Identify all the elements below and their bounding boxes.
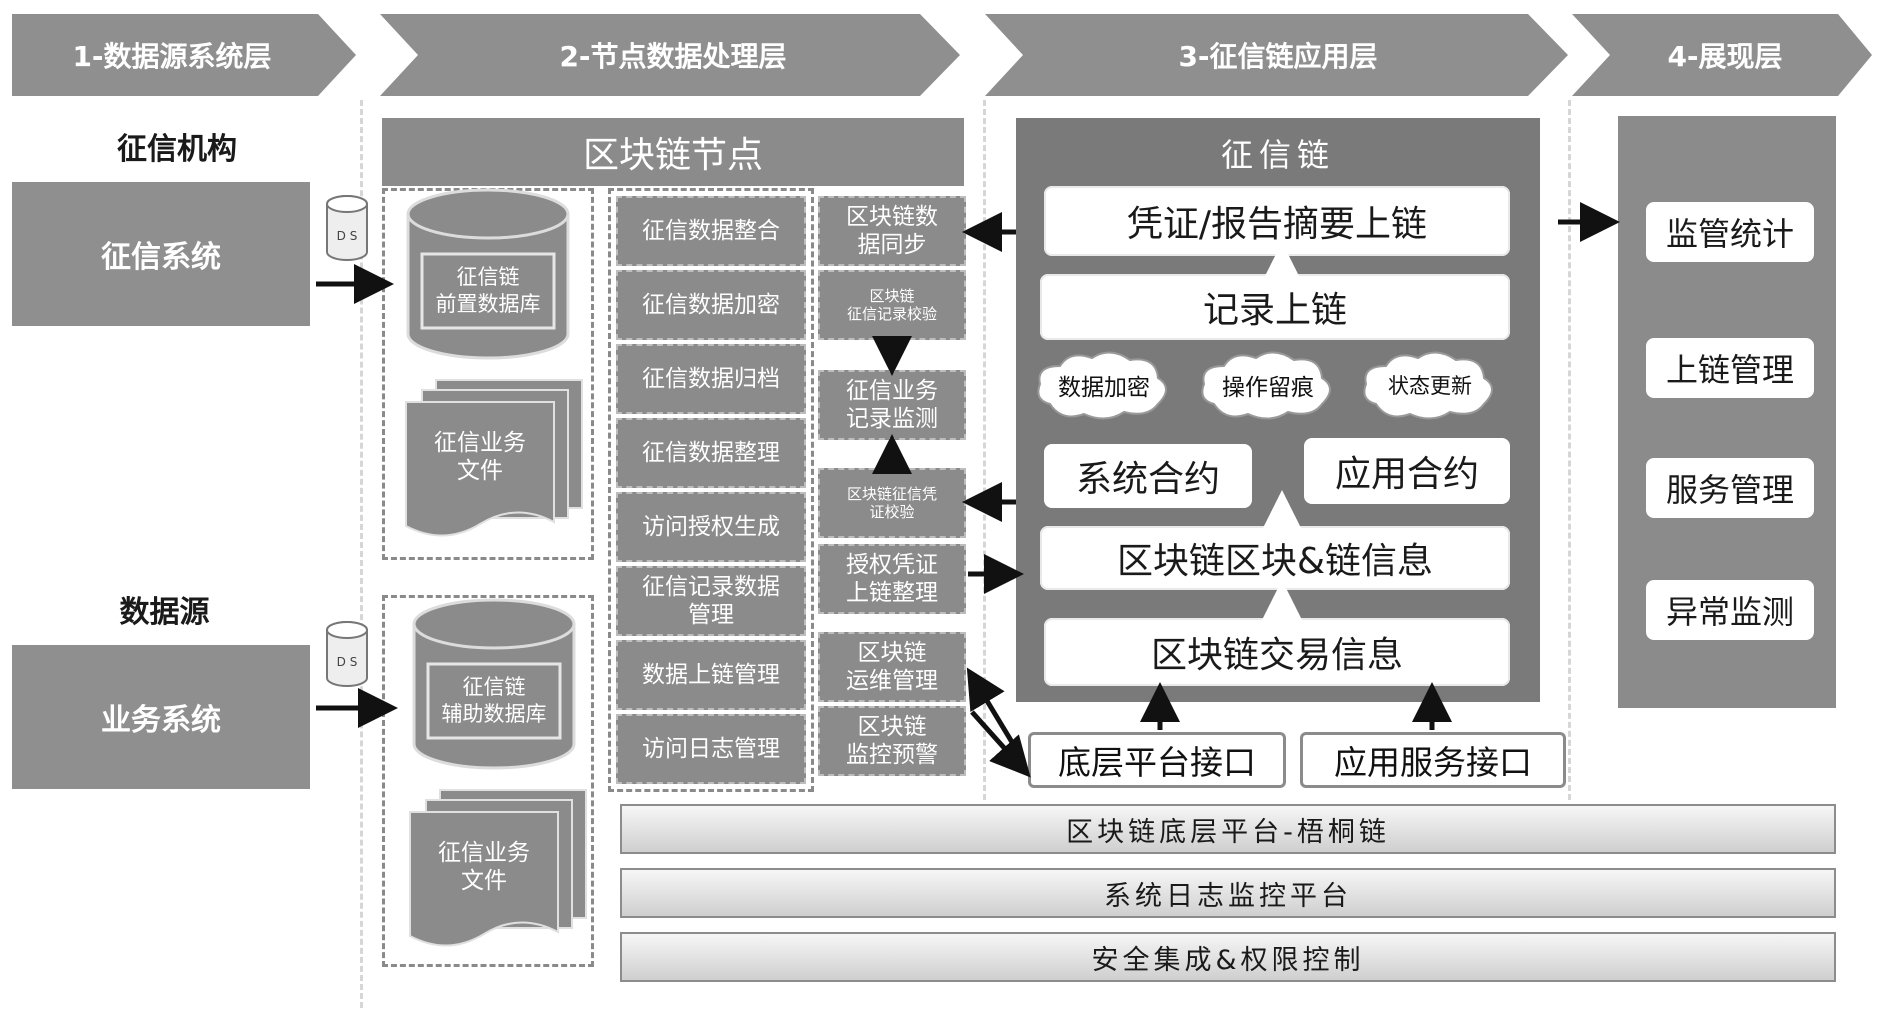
platform-wutong: 区块链底层平台-梧桐链 bbox=[620, 804, 1836, 854]
layer-1-label: 1-数据源系统层 bbox=[72, 40, 272, 73]
app-service-interface: 应用服务接口 bbox=[1300, 732, 1566, 788]
display-chain-management: 上链管理 bbox=[1646, 338, 1814, 398]
aux-database-label: 征信链 辅助数据库 bbox=[441, 675, 547, 726]
cloud-trace-icon bbox=[1201, 351, 1331, 420]
front-database-label: 征信链 前置数据库 bbox=[435, 265, 541, 316]
display-regulatory-stats: 监管统计 bbox=[1646, 202, 1814, 262]
cloud-status-icon bbox=[1363, 351, 1493, 420]
ds-db-icon-2 bbox=[326, 621, 368, 687]
node-title: 区块链节点 bbox=[382, 118, 964, 186]
node-auth-credential: 授权凭证 上链整理 bbox=[818, 544, 966, 614]
banner-layer-2 bbox=[380, 14, 960, 96]
cloud-shapes bbox=[1037, 351, 1493, 420]
node-record-monitor: 征信业务 记录监测 bbox=[818, 370, 966, 440]
source-heading: 数据源 bbox=[119, 595, 210, 630]
business-doc-icon-2 bbox=[409, 789, 587, 947]
node-ops-management: 区块链 运维管理 bbox=[818, 632, 966, 702]
node-credential-check: 区块链征信凭 证校验 bbox=[818, 468, 966, 538]
process-item: 访问日志管理 bbox=[616, 714, 806, 784]
cloud-status-label: 状态更新 bbox=[1388, 374, 1472, 398]
banner-layer-3 bbox=[985, 14, 1568, 96]
ds-db-icon-1 bbox=[326, 195, 368, 261]
banner-layer-4 bbox=[1572, 14, 1872, 96]
node-record-check: 区块链 征信记录校验 bbox=[818, 270, 966, 340]
org-system-box: 征信系统 bbox=[12, 182, 310, 326]
chain-record-bar: 记录上链 bbox=[1040, 274, 1510, 340]
business-doc-label-1: 征信业务 文件 bbox=[434, 430, 526, 484]
ds-db-icon-2-text: D S bbox=[336, 655, 358, 669]
cloud-encrypt-icon bbox=[1037, 351, 1167, 420]
system-contract-box: 系统合约 bbox=[1044, 444, 1252, 508]
bottom-platform-interface: 底层平台接口 bbox=[1028, 732, 1286, 788]
process-item: 数据上链管理 bbox=[616, 640, 806, 710]
app-contract-box: 应用合约 bbox=[1304, 438, 1510, 504]
platform-security: 安全集成&权限控制 bbox=[620, 932, 1836, 982]
display-anomaly-monitor: 异常监测 bbox=[1646, 580, 1814, 640]
separator-1 bbox=[360, 100, 363, 1008]
chain-title: 征信链 bbox=[1220, 136, 1335, 174]
tx-info-bar: 区块链交易信息 bbox=[1044, 618, 1510, 686]
display-service-management: 服务管理 bbox=[1646, 458, 1814, 518]
layer-3-label: 3-征信链应用层 bbox=[1178, 40, 1378, 73]
business-doc-icon-1 bbox=[405, 379, 583, 537]
chain-report-bar: 凭证/报告摘要上链 bbox=[1044, 186, 1510, 256]
separator-2 bbox=[983, 100, 986, 800]
process-item: 征信数据归档 bbox=[616, 344, 806, 414]
layer-banners bbox=[12, 14, 1872, 96]
platform-log-monitor: 系统日志监控平台 bbox=[620, 868, 1836, 918]
cloud-trace-label: 操作留痕 bbox=[1222, 375, 1314, 401]
block-info-bar: 区块链区块&链信息 bbox=[1040, 526, 1510, 590]
business-doc-label-2: 征信业务 文件 bbox=[438, 840, 530, 894]
business-system-box: 业务系统 bbox=[12, 645, 310, 789]
process-item: 访问授权生成 bbox=[616, 492, 806, 562]
node-sync: 区块链数 据同步 bbox=[818, 196, 966, 266]
process-item: 征信数据整合 bbox=[616, 196, 806, 266]
banner-layer-1 bbox=[12, 14, 356, 96]
separator-3 bbox=[1568, 100, 1571, 800]
front-database-icon bbox=[406, 188, 570, 360]
cloud-encrypt-label: 数据加密 bbox=[1058, 375, 1150, 401]
storage-group-2 bbox=[382, 595, 594, 967]
layer-2-label: 2-节点数据处理层 bbox=[559, 40, 787, 73]
process-item: 征信数据加密 bbox=[616, 270, 806, 340]
process-item: 征信记录数据 管理 bbox=[616, 566, 806, 636]
org-heading: 征信机构 bbox=[117, 132, 237, 167]
process-item: 征信数据整理 bbox=[616, 418, 806, 488]
ds-db-icon-1-text: D S bbox=[336, 229, 358, 243]
arrow-iface-alert bbox=[970, 710, 1031, 778]
aux-database-icon bbox=[412, 598, 576, 770]
node-monitor-alert: 区块链 监控预警 bbox=[818, 706, 966, 776]
layer-4-label: 4-展现层 bbox=[1667, 40, 1783, 73]
process-column bbox=[608, 188, 814, 792]
